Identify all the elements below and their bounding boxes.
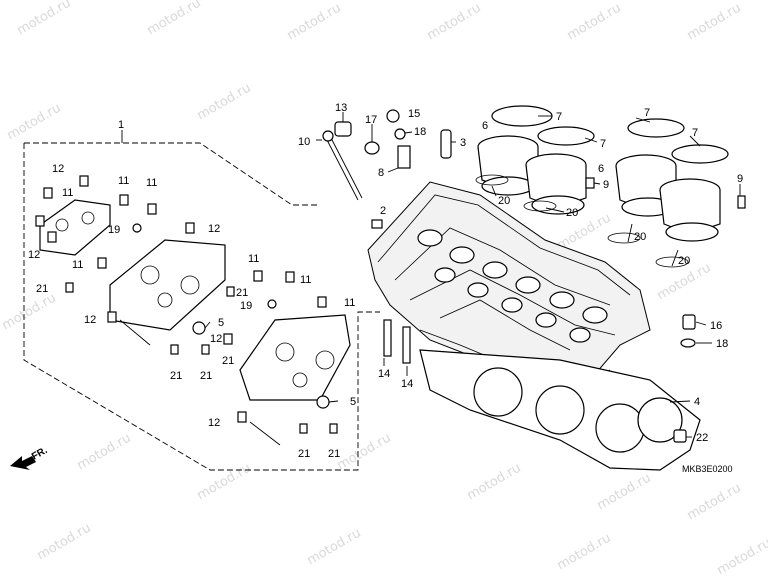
watermark-text: motod.ru — [285, 1, 344, 44]
watermark-text: motod.ru — [425, 1, 484, 44]
callout-label: 15 — [408, 108, 420, 120]
watermark-text: motod.ru — [195, 461, 254, 504]
cam-holder-upper-left — [39, 199, 111, 256]
callout-label: 12 — [208, 223, 220, 235]
callout-label: 4 — [694, 396, 700, 408]
cam-holder-lower-left — [109, 239, 226, 331]
intake-insulator-right — [615, 118, 729, 242]
callout-label: 7 — [556, 111, 562, 123]
watermark-text: motod.ru — [0, 291, 59, 334]
callout-label: 14 — [378, 368, 390, 380]
callout-label: 22 — [696, 432, 708, 444]
watermark-text: motod.ru — [565, 1, 624, 44]
watermark-text: motod.ru — [305, 526, 364, 569]
callout-label: 9 — [737, 173, 743, 185]
callout-label: 20 — [634, 231, 646, 243]
callout-label: 12 — [52, 163, 64, 175]
head-gasket — [419, 349, 701, 471]
watermark-text: motod.ru — [145, 0, 204, 38]
callout-label: 19 — [240, 300, 252, 312]
callout-label: 2 — [380, 205, 386, 217]
cam-journal-holes — [417, 229, 608, 343]
front-label: FR. — [30, 445, 50, 463]
front-arrow-icon — [10, 456, 36, 470]
callout-label: 21 — [36, 283, 48, 295]
watermark-text: motod.ru — [465, 461, 524, 504]
front-direction-indicator: FR. — [10, 445, 50, 470]
watermark-text: motod.ru — [75, 431, 134, 474]
cylinder-head-body — [367, 181, 651, 411]
callout-label: 6 — [482, 120, 488, 132]
watermark-text: motod.ru — [35, 521, 94, 564]
callout-label: 11 — [118, 175, 129, 187]
callout-labels: 1 13 17 15 18 10 8 3 2 7 6 7 9 20 20 7 7… — [28, 102, 743, 460]
intake-insulator-left — [477, 105, 595, 215]
callout-label: 12 — [28, 249, 40, 261]
leader-lines — [119, 112, 741, 446]
callout-label: 11 — [300, 274, 311, 286]
callout-label: 6 — [598, 163, 604, 175]
callout-label: 19 — [108, 224, 120, 236]
bolts-and-dowels — [35, 175, 338, 434]
callout-label: 21 — [170, 370, 182, 382]
callout-label: 11 — [62, 187, 73, 199]
callout-label: 11 — [344, 297, 355, 309]
watermark-text: motod.ru — [715, 536, 768, 576]
callout-label: 3 — [460, 137, 466, 149]
callout-label: 18 — [414, 126, 426, 138]
cam-holder-right — [239, 314, 351, 401]
callout-label: 8 — [378, 167, 384, 179]
callout-label: 11 — [146, 177, 157, 189]
callout-label: 21 — [328, 448, 340, 460]
callout-label: 10 — [298, 136, 310, 148]
watermark-text: motod.ru — [335, 431, 394, 474]
watermark-text: motod.ru — [685, 481, 744, 524]
callout-label: 7 — [600, 138, 606, 150]
watermark-text: motod.ru — [195, 81, 254, 124]
assembly-1-boundary — [23, 130, 380, 471]
callout-label: 18 — [716, 338, 728, 350]
callout-label: 20 — [566, 207, 578, 219]
callout-label: 7 — [644, 107, 650, 119]
callout-label: 12 — [208, 417, 220, 429]
callout-label: 21 — [200, 370, 212, 382]
callout-label: 7 — [692, 127, 698, 139]
callout-label: 21 — [236, 287, 248, 299]
callout-label: 21 — [298, 448, 310, 460]
watermark-text: motod.ru — [595, 471, 654, 514]
watermark-text: motod.ru — [15, 0, 74, 38]
callout-label: 16 — [710, 320, 722, 332]
callout-label: 12 — [84, 314, 96, 326]
callout-label: 20 — [678, 255, 690, 267]
callout-label: 20 — [498, 195, 510, 207]
callout-label: 13 — [335, 102, 347, 114]
callout-label: 5 — [350, 396, 356, 408]
watermark-text: motod.ru — [655, 261, 714, 304]
callout-label: 11 — [72, 259, 83, 271]
callout-label: 5 — [218, 317, 224, 329]
callout-label: 12 — [210, 333, 222, 345]
watermark-text: motod.ru — [5, 101, 64, 144]
diagram-code: MKB3E0200 — [682, 464, 733, 474]
watermark-text: motod.ru — [555, 531, 614, 574]
callout-label: 9 — [603, 179, 609, 191]
o-rings — [475, 174, 689, 268]
callout-label: 1 — [118, 119, 124, 131]
callout-label: 14 — [401, 378, 413, 390]
callout-label: 11 — [248, 253, 259, 265]
callout-label: 17 — [365, 114, 377, 126]
watermark-text: motod.ru — [685, 1, 744, 44]
callout-label: 21 — [222, 355, 234, 367]
valve-parts — [322, 109, 452, 201]
